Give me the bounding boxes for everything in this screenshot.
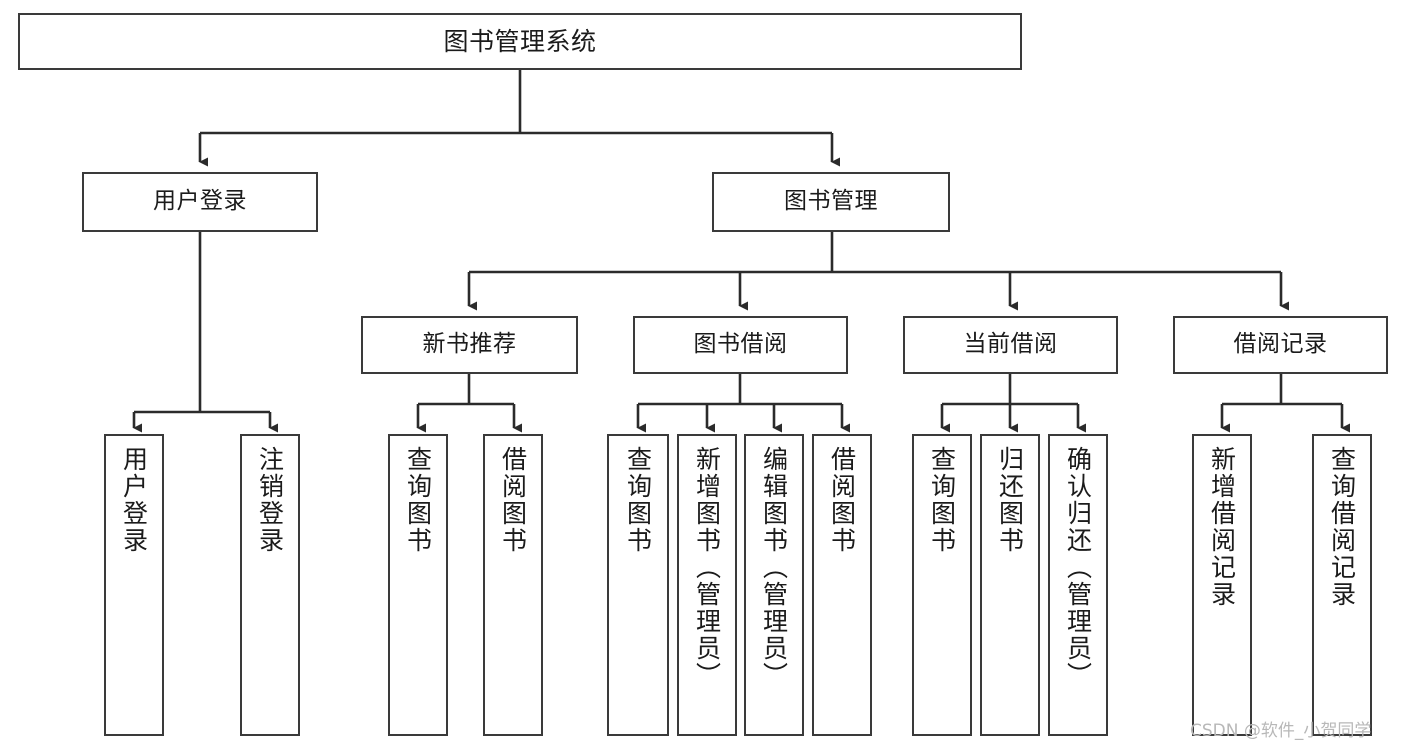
node-leaf-return-book-label: 归还图书: [995, 446, 1025, 554]
node-root-system[interactable]: 图书管理系统: [18, 13, 1022, 70]
csdn-watermark: CSDN @软件_小贺同学: [1190, 721, 1372, 741]
node-leaf-user-login-label: 用户登录: [119, 446, 149, 554]
node-leaf-confirm-return-label: 确认归还（管理员）: [1063, 446, 1093, 689]
node-leaf-query-record-label: 查询借阅记录: [1327, 446, 1357, 608]
node-current-borrow-label: 当前借阅: [963, 331, 1058, 358]
node-borrow-record-label: 借阅记录: [1233, 331, 1328, 358]
node-leaf-query-book-2-label: 查询图书: [623, 446, 653, 554]
node-root-system-label: 图书管理系统: [443, 26, 597, 56]
node-user-login[interactable]: 用户登录: [82, 172, 318, 232]
node-leaf-add-book[interactable]: 新增图书（管理员）: [677, 434, 737, 736]
node-leaf-borrow-book-2-label: 借阅图书: [827, 446, 857, 554]
node-leaf-edit-book[interactable]: 编辑图书（管理员）: [744, 434, 804, 736]
node-leaf-borrow-book-1[interactable]: 借阅图书: [483, 434, 543, 736]
node-borrow-record[interactable]: 借阅记录: [1173, 316, 1388, 374]
node-leaf-add-book-label: 新增图书（管理员）: [692, 446, 722, 689]
node-leaf-query-book-2[interactable]: 查询图书: [607, 434, 669, 736]
node-leaf-query-book-1-label: 查询图书: [403, 446, 433, 554]
node-current-borrow[interactable]: 当前借阅: [903, 316, 1118, 374]
node-book-borrow[interactable]: 图书借阅: [633, 316, 848, 374]
node-leaf-borrow-book-2[interactable]: 借阅图书: [812, 434, 872, 736]
node-leaf-query-book-3[interactable]: 查询图书: [912, 434, 972, 736]
node-book-manage-label: 图书管理: [784, 188, 878, 215]
node-user-login-label: 用户登录: [153, 188, 247, 215]
node-book-borrow-label: 图书借阅: [693, 331, 788, 358]
node-leaf-edit-book-label: 编辑图书（管理员）: [759, 446, 789, 689]
node-leaf-return-book[interactable]: 归还图书: [980, 434, 1040, 736]
node-leaf-user-logout[interactable]: 注销登录: [240, 434, 300, 736]
node-leaf-confirm-return[interactable]: 确认归还（管理员）: [1048, 434, 1108, 736]
node-leaf-query-record[interactable]: 查询借阅记录: [1312, 434, 1372, 736]
node-leaf-user-login[interactable]: 用户登录: [104, 434, 164, 736]
node-new-book-recommend[interactable]: 新书推荐: [361, 316, 578, 374]
node-book-manage[interactable]: 图书管理: [712, 172, 950, 232]
node-leaf-add-record[interactable]: 新增借阅记录: [1192, 434, 1252, 736]
node-leaf-user-logout-label: 注销登录: [255, 446, 285, 554]
node-new-book-recommend-label: 新书推荐: [422, 331, 517, 358]
node-leaf-borrow-book-1-label: 借阅图书: [498, 446, 528, 554]
node-leaf-query-book-1[interactable]: 查询图书: [388, 434, 448, 736]
node-leaf-add-record-label: 新增借阅记录: [1207, 446, 1237, 608]
node-leaf-query-book-3-label: 查询图书: [927, 446, 957, 554]
